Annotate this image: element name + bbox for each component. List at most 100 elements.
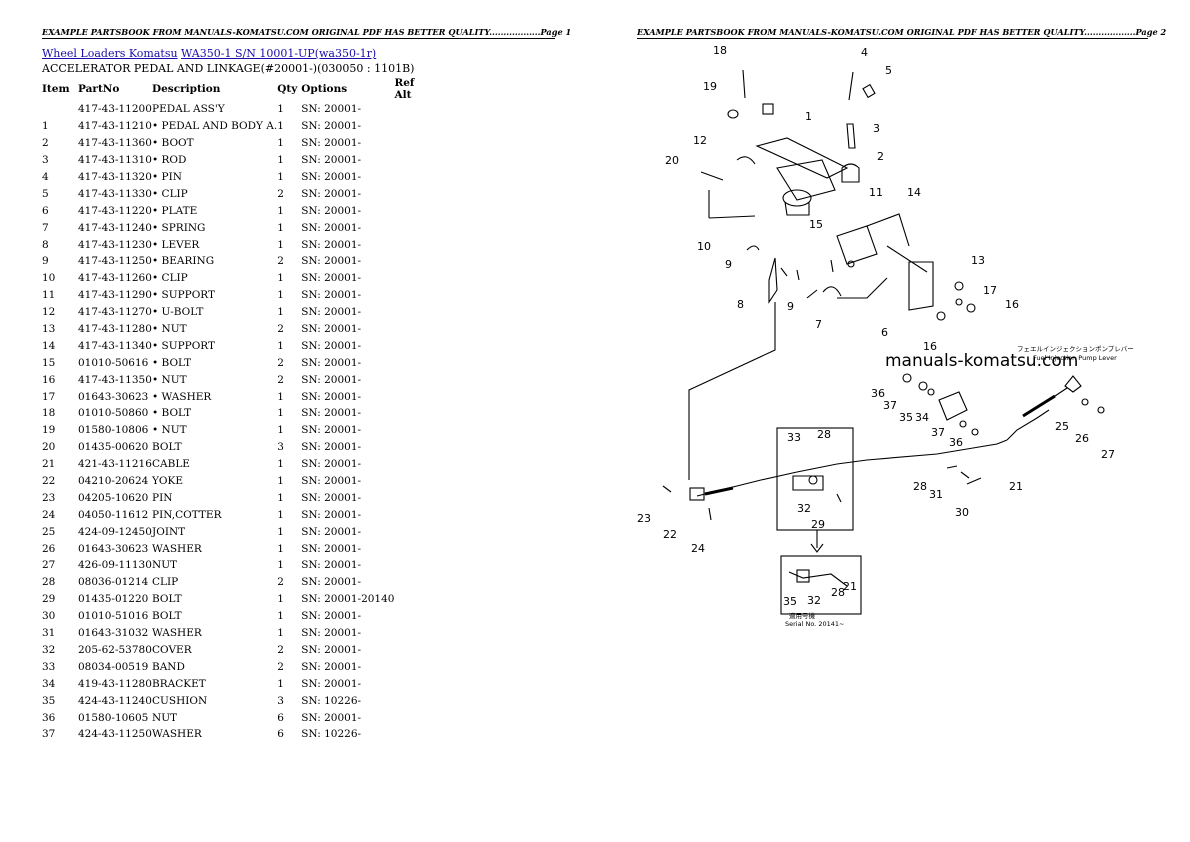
cell-partno: 417-43-11360 [78, 137, 152, 150]
cell-options: SN: 20001- [301, 643, 362, 656]
cell-description: • SUPPORT [152, 339, 216, 352]
cell-options: SN: 20001- [301, 660, 362, 673]
cell-qty: 2 [277, 255, 284, 268]
cell-item: 29 [42, 593, 56, 606]
cell-options: SN: 10226- [301, 728, 362, 741]
section-title: ACCELERATOR PEDAL AND LINKAGE(#20001-)(0… [42, 62, 415, 75]
callout-label: 33 [787, 431, 801, 444]
cell-description: • PLATE [152, 204, 198, 217]
cell-item: 19 [42, 424, 56, 437]
cell-description: NUT [152, 559, 178, 572]
cell-options: SN: 20001- [301, 323, 362, 336]
cell-partno: 424-09-12450 [78, 525, 152, 538]
callout-label: 18 [713, 44, 727, 57]
lever-shape [768, 257, 778, 304]
boot-shape [841, 163, 860, 183]
callout-label: 24 [691, 542, 705, 555]
callout-label: 25 [1055, 420, 1069, 433]
cell-description: • ROD [152, 154, 187, 167]
callout-label: 11 [869, 186, 883, 199]
cell-description: • NUT [152, 323, 187, 336]
callout-label: 21 [1009, 480, 1023, 493]
cell-description: COVER [152, 643, 192, 656]
cell-partno: 417-43-11240 [78, 221, 152, 234]
pedal-hub-shape [782, 189, 812, 207]
cell-ref-alt [394, 439, 434, 456]
cell-options: SN: 20001- [301, 711, 362, 724]
cell-partno: 01010-50860 [78, 407, 149, 420]
cell-partno: 08034-00519 [78, 660, 149, 673]
cell-partno: 417-43-11260 [78, 272, 152, 285]
cell-options: SN: 20001- [301, 238, 362, 251]
cell-options: SN: 20001-20140 [301, 593, 395, 606]
cell-partno: 421-43-11216 [78, 458, 152, 471]
cell-ref-alt [394, 101, 434, 118]
cell-description: • SPRING [152, 221, 206, 234]
cell-qty: 1 [277, 137, 284, 150]
cell-qty: 1 [277, 390, 284, 403]
callout-label: 10 [697, 240, 711, 253]
cell-item: 16 [42, 373, 56, 386]
cell-options: SN: 20001- [301, 306, 362, 319]
cell-item: 12 [42, 306, 56, 319]
cell-partno: 424-43-11250 [78, 728, 152, 741]
cell-description: NUT [152, 711, 178, 724]
cell-description: • BOLT [152, 356, 192, 369]
cell-partno: 417-43-11200 [78, 103, 152, 116]
column-header-item: Item [42, 83, 70, 95]
cell-partno: 417-43-11220 [78, 204, 152, 217]
cell-ref-alt [394, 287, 434, 304]
cell-item: 35 [42, 694, 56, 707]
breadcrumb-link-model[interactable]: WA350-1 S/N 10001-UP(wa350-1r) [181, 47, 377, 60]
cell-item: 32 [42, 643, 56, 656]
cell-item: 22 [42, 475, 56, 488]
cell-ref-alt [394, 321, 434, 338]
cell-ref-alt [394, 253, 434, 270]
callout-label: 14 [907, 186, 921, 199]
cell-options: SN: 20001- [301, 559, 362, 572]
cell-partno: 04050-11612 [78, 508, 149, 521]
cell-description: • NUT [152, 424, 187, 437]
callout-label: 1 [805, 110, 812, 123]
cell-ref-alt [394, 726, 434, 743]
callout-label: 12 [693, 134, 707, 147]
cell-qty: 1 [277, 559, 284, 572]
callout-label: 35 [899, 411, 913, 424]
cell-ref-alt [394, 574, 434, 591]
callout-label: 29 [811, 518, 825, 531]
cell-options: SN: 20001- [301, 475, 362, 488]
support-shape [836, 225, 878, 265]
cell-qty: 1 [277, 593, 284, 606]
cell-qty: 1 [277, 407, 284, 420]
breadcrumb-link-model-family[interactable]: Wheel Loaders Komatsu [42, 47, 178, 60]
cell-ref-alt [394, 692, 434, 709]
cell-item: 1 [42, 120, 49, 133]
cell-partno: 01580-10605 [78, 711, 149, 724]
cell-ref-alt [394, 709, 434, 726]
cell-options: SN: 20001- [301, 272, 362, 285]
column-header-options: Options [301, 83, 348, 95]
cell-qty: 6 [277, 711, 284, 724]
cell-options: SN: 20001- [301, 390, 362, 403]
cell-options: SN: 20001- [301, 458, 362, 471]
cell-qty: 1 [277, 221, 284, 234]
cell-qty: 2 [277, 187, 284, 200]
cell-qty: 1 [277, 204, 284, 217]
cell-ref-alt [394, 608, 434, 625]
cell-qty: 1 [277, 508, 284, 521]
cell-description: CLIP [152, 576, 179, 589]
